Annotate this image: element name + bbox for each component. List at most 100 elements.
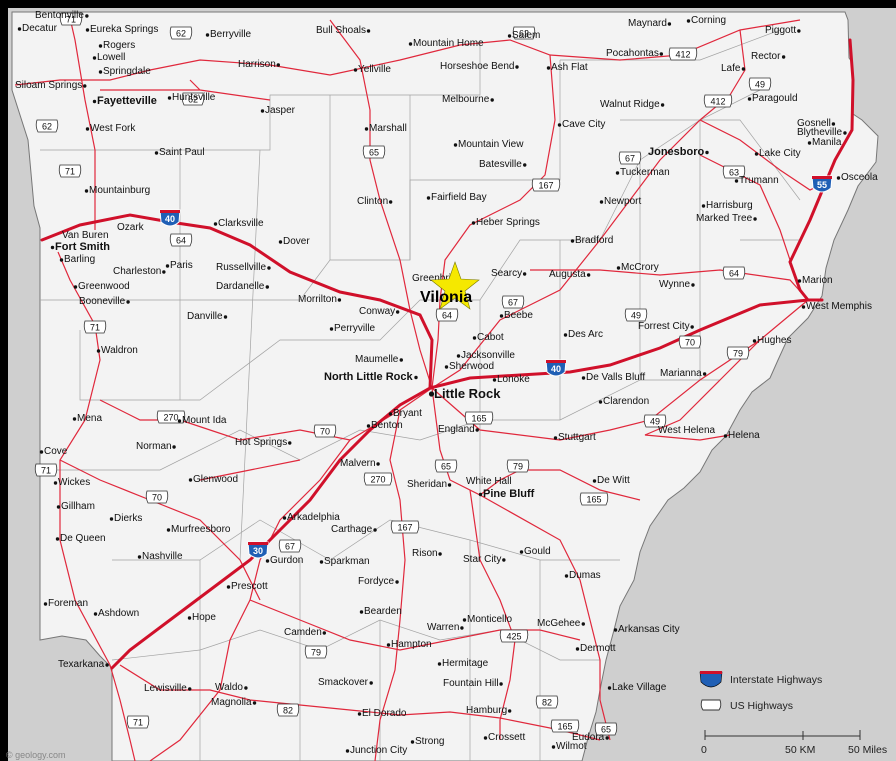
city-label: Fort Smith (55, 241, 110, 253)
city-dot (386, 643, 391, 647)
city-dot (187, 616, 192, 620)
city-label: Hermitage (442, 658, 489, 669)
city-dot (754, 152, 759, 156)
city-dot (605, 736, 609, 740)
city-dot (515, 65, 519, 69)
city-dot (563, 333, 568, 337)
city-dot (616, 266, 621, 270)
city-jasper: Jasper (260, 105, 296, 116)
city-label: Osceola (841, 172, 878, 183)
city-yellville: Yellville (353, 64, 391, 75)
city-dermott: Dermott (575, 643, 616, 654)
city-label: Conway (359, 306, 395, 317)
shield-number: 71 (90, 323, 100, 333)
city-label: West Memphis (806, 301, 872, 312)
shield-number: 62 (519, 29, 529, 39)
city-dot (366, 29, 371, 33)
city-label: Jacksonville (461, 350, 515, 361)
city-label: Nashville (142, 551, 183, 562)
city-label: Cave City (562, 119, 605, 130)
city-harrisburg: Harrisburg (701, 200, 753, 211)
city-pine-bluff: Pine Bluff (478, 488, 535, 500)
city-dot (50, 245, 55, 250)
us-shield-icon: 79 (726, 346, 750, 360)
city-label: McCrory (621, 262, 659, 273)
city-label: Marion (802, 275, 833, 286)
city-foreman: Foreman (43, 598, 88, 609)
city-dot (667, 22, 672, 26)
us-shield-icon: 79 (304, 645, 328, 659)
city-strong: Strong (410, 736, 444, 747)
city-label: Blytheville (797, 127, 842, 138)
city-label: Bentonville (35, 10, 84, 21)
city-label: Bull Shoals (316, 25, 366, 36)
us-shield-icon: 71 (59, 12, 83, 26)
shield-number: 412 (710, 97, 725, 107)
city-greenbrier: Greenbrier (412, 273, 460, 284)
city-label: Paragould (752, 93, 798, 104)
city-label: Clarksville (218, 218, 264, 229)
city-dot (475, 428, 479, 432)
city-dot (499, 682, 503, 686)
city-dot (83, 84, 87, 88)
city-dot (691, 283, 695, 287)
city-dot (93, 612, 98, 616)
city-morrilton: Morrilton (298, 294, 342, 305)
city-dot (92, 56, 97, 60)
city-label: Cabot (477, 332, 504, 343)
shield-number: 67 (508, 298, 518, 308)
city-dot (522, 272, 527, 276)
city-mountain-view: Mountain View (453, 139, 524, 150)
city-dot (39, 450, 44, 454)
scale-zero: 0 (701, 744, 707, 756)
city-dot (575, 647, 580, 651)
city-dot (288, 441, 292, 445)
city-label: White Hall (466, 476, 512, 487)
city-label: Malvern (340, 458, 376, 469)
city-label: West Helena (658, 425, 716, 436)
city-dot (373, 528, 377, 532)
city-dot (282, 516, 287, 520)
city-gould: Gould (519, 546, 551, 557)
city-lafe: Lafe (721, 63, 746, 74)
city-label: Clinton (357, 196, 388, 207)
city-label: Perryville (334, 323, 376, 334)
city-dot (276, 63, 280, 67)
city-label: Augusta (549, 269, 586, 280)
city-label: Springdale (103, 66, 151, 77)
city-dot (507, 709, 512, 713)
city-clinton: Clinton (357, 196, 393, 207)
city-dot (337, 298, 342, 302)
city-gurdon: Gurdon (265, 555, 303, 566)
city-hampton: Hampton (386, 639, 432, 650)
city-label: Dumas (569, 570, 601, 581)
city-label: Charleston (113, 266, 161, 277)
city-dot (546, 66, 551, 70)
city-jonesboro: Jonesboro (648, 146, 709, 158)
city-lake-village: Lake Village (607, 682, 667, 693)
shield-number: 167 (538, 181, 553, 191)
city-van-buren: Van Buren (62, 230, 109, 241)
city-pocahontas: Pocahontas (606, 48, 664, 59)
city-label: Arkadelphia (287, 512, 340, 523)
city-dot (472, 336, 477, 340)
city-dot (408, 42, 413, 46)
city-dot (734, 179, 739, 183)
shield-number: 40 (551, 364, 561, 374)
city-mcgehee: McGehee (537, 618, 585, 629)
city-label: Cove (44, 446, 68, 457)
city-dot (592, 479, 597, 483)
us-shield-icon: 65 (434, 459, 458, 473)
scale-km: 50 KM (785, 744, 815, 756)
shield-number: 165 (586, 495, 601, 505)
city-dot (188, 687, 192, 691)
city-springdale: Springdale (98, 66, 151, 77)
city-label: Huntsville (172, 92, 216, 103)
city-label: Paris (170, 260, 193, 271)
city-label: Dermott (580, 643, 616, 654)
city-label: Des Arc (568, 329, 603, 340)
city-blytheville: Blytheville (797, 127, 847, 138)
city-melbourne: Melbourne (442, 94, 494, 105)
city-prescott: Prescott (226, 581, 268, 592)
city-label: Gosnell (797, 118, 831, 129)
